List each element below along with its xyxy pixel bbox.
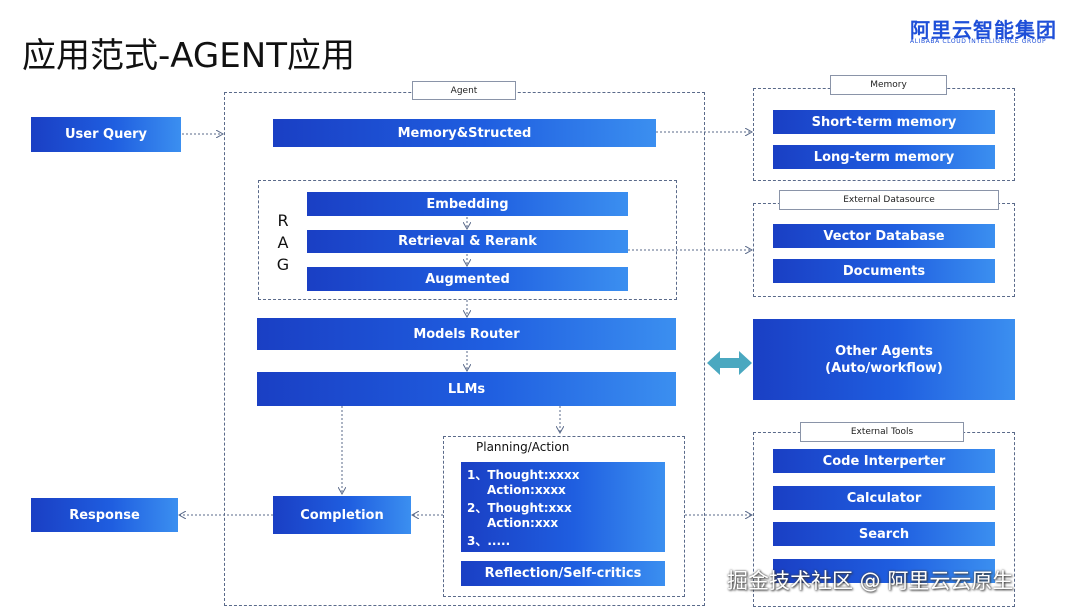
external-datasource-label: External Datasource xyxy=(779,190,999,210)
memory-label: Memory xyxy=(830,75,947,95)
short-term-memory-box: Short-term memory xyxy=(773,110,995,134)
other-agents-box: Other Agents (Auto/workflow) xyxy=(753,319,1015,400)
agent-label: Agent xyxy=(412,81,516,100)
other-agents-subtitle: (Auto/workflow) xyxy=(825,360,943,376)
user-query-box: User Query xyxy=(31,117,181,152)
plan-step-2-action: Action:xxx xyxy=(487,515,559,530)
plan-step-3: 3、..... xyxy=(467,534,511,548)
search-box: Search xyxy=(773,522,995,546)
planning-title: Planning/Action xyxy=(476,440,570,454)
vector-database-box: Vector Database xyxy=(773,224,995,248)
rag-letter-r: R xyxy=(277,211,289,230)
reflection-box: Reflection/Self-critics xyxy=(461,561,665,586)
external-tools-label: External Tools xyxy=(800,422,964,442)
plan-step-1-thought: 1、Thought:xxxx xyxy=(467,468,580,482)
memory-structed-box: Memory&Structed xyxy=(273,119,656,147)
long-term-memory-box: Long-term memory xyxy=(773,145,995,169)
company-logo-en: ALIBABA CLOUD INTELLIGENCE GROUP xyxy=(910,38,1047,45)
augmented-box: Augmented xyxy=(307,267,628,291)
models-router-box: Models Router xyxy=(257,318,676,350)
completion-box: Completion xyxy=(273,496,411,534)
plan-step-1-action: Action:xxxx xyxy=(487,482,566,497)
retrieval-rerank-box: Retrieval & Rerank xyxy=(307,230,628,253)
planning-container xyxy=(443,436,685,597)
double-arrow-icon xyxy=(707,351,752,375)
embedding-box: Embedding xyxy=(307,192,628,216)
rag-letter-a: A xyxy=(277,233,289,252)
planning-steps-box: 1、Thought:xxxx Action:xxxx 2、Thought:xxx… xyxy=(461,462,665,552)
rag-container xyxy=(258,180,677,300)
company-logo-cn: 阿里云智能集团 xyxy=(910,18,1057,42)
code-interpreter-box: Code Interperter xyxy=(773,449,995,473)
llms-box: LLMs xyxy=(257,372,676,406)
rag-letter-g: G xyxy=(276,255,290,274)
watermark: 掘金技术社区 @ 阿里云云原生 xyxy=(727,569,1014,593)
response-box: Response xyxy=(31,498,178,532)
plan-step-2-thought: 2、Thought:xxx xyxy=(467,501,572,515)
documents-box: Documents xyxy=(773,259,995,283)
page-title: 应用范式-AGENT应用 xyxy=(22,36,355,76)
other-agents-title: Other Agents xyxy=(835,343,933,359)
calculator-box: Calculator xyxy=(773,486,995,510)
more-tools-box xyxy=(773,559,995,583)
